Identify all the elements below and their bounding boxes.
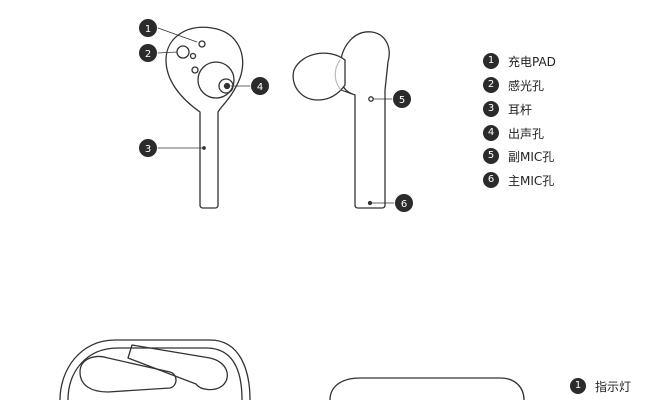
legend-label: 感光孔: [508, 78, 545, 93]
eartip-stem-line: [340, 89, 353, 95]
closed-case-top: [329, 377, 525, 401]
legend-item-indicator-light: 1 指示灯: [570, 377, 631, 395]
leader-end-3: [202, 146, 206, 150]
earbud-front-view: [157, 26, 251, 209]
legend-number-badge: 2: [483, 77, 499, 93]
legend-label: 主MIC孔: [508, 173, 555, 188]
legend-item-ear-stem: 3 耳杆: [483, 100, 532, 118]
legend-number-badge: 5: [483, 148, 499, 164]
legend-number-badge: 1: [570, 378, 586, 394]
callout-marker-2: 2: [139, 44, 157, 62]
case-inner: [67, 347, 243, 401]
charging-case-open: [59, 339, 251, 401]
svg-text:4: 4: [257, 82, 263, 93]
eartip-side-shade: [334, 59, 342, 91]
callout-marker-1: 1: [139, 19, 157, 37]
leader-line-1: [157, 27, 198, 43]
legend-item-primary-mic: 6 主MIC孔: [483, 171, 554, 189]
case-earbud-slot-2: [127, 344, 228, 391]
speaker-hole-dot: [223, 82, 231, 90]
svg-text:2: 2: [145, 49, 151, 60]
svg-text:5: 5: [399, 95, 405, 106]
svg-text:6: 6: [401, 199, 407, 210]
eartip-side: [292, 52, 346, 101]
charging-pad-dot: [198, 40, 206, 48]
legend-label: 充电PAD: [508, 54, 556, 69]
secondary-mic-dot: [368, 96, 374, 102]
svg-text:1: 1: [145, 24, 151, 35]
earbud-front-outline: [165, 26, 244, 209]
callout-marker-3: 3: [139, 139, 157, 157]
legend-label: 副MIC孔: [508, 149, 555, 164]
svg-text:3: 3: [145, 144, 151, 155]
eartip-outer: [197, 61, 235, 99]
charging-case-closed: [329, 377, 525, 401]
callout-marker-6: 6: [395, 194, 413, 212]
legend-label: 耳杆: [508, 102, 533, 117]
callout-markers: 1 2 3 4 5 6: [139, 19, 413, 212]
case-earbud-slot-1: [79, 355, 177, 393]
legend-label: 出声孔: [508, 126, 545, 141]
leader-line-2: [157, 51, 178, 54]
legend-item-light-sensor: 2 感光孔: [483, 76, 544, 94]
earbud-side-outline: [339, 31, 390, 209]
legend-item-charging-pad: 1 充电PAD: [483, 52, 556, 70]
legend-number-badge: 6: [483, 172, 499, 188]
earbud-side-view: [292, 31, 395, 209]
callout-marker-5: 5: [393, 90, 411, 108]
legend-item-speaker-hole: 4 出声孔: [483, 124, 544, 142]
light-sensor-ring: [176, 45, 190, 59]
legend-number-badge: 1: [483, 53, 499, 69]
legend-label: 指示灯: [595, 379, 632, 394]
small-pad-dot: [191, 66, 199, 74]
legend-number-badge: 3: [483, 101, 499, 117]
light-sensor-dot: [189, 52, 197, 60]
legend-item-secondary-mic: 5 副MIC孔: [483, 147, 554, 165]
callout-marker-4: 4: [251, 77, 269, 95]
legend-number-badge: 4: [483, 125, 499, 141]
case-outer: [59, 339, 251, 401]
